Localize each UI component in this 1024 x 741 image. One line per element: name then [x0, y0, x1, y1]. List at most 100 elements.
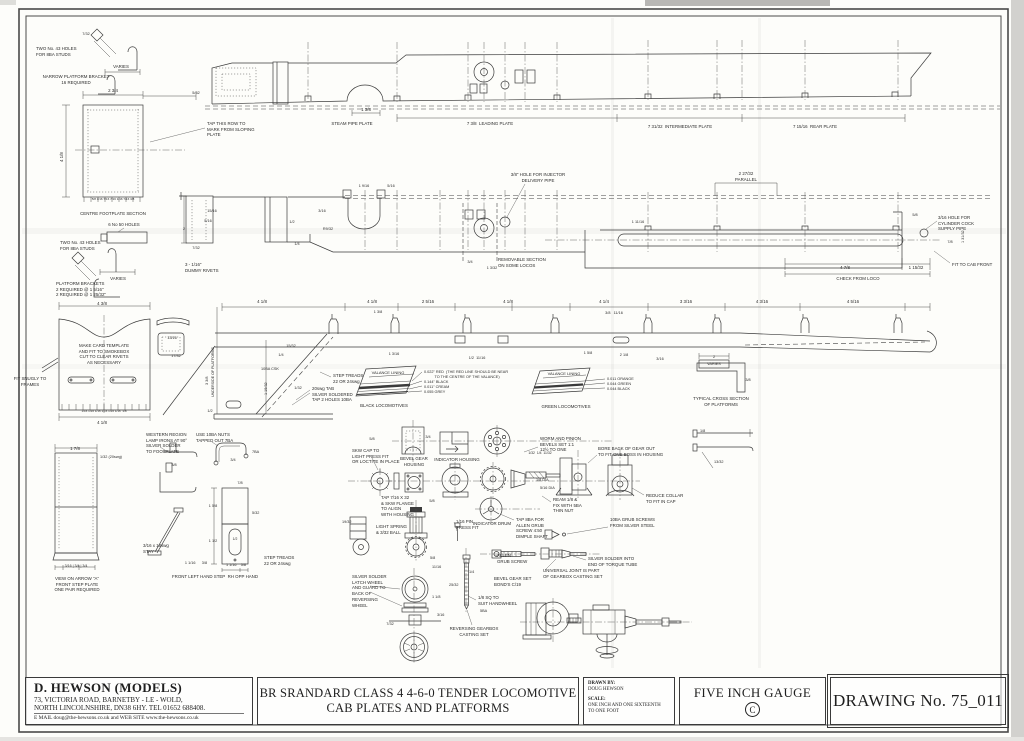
drawn-by-label: DRAWN BY: [588, 681, 616, 686]
label-tl-varies: VARIES [113, 64, 129, 69]
label-b1-dim138: 1 3/8 [361, 107, 371, 112]
label-b3-d4: 4 1/8 [503, 299, 513, 304]
label-b2l-dim3: 7/32 [192, 246, 200, 250]
label-bl-158: 1 5/8 [208, 504, 218, 508]
label-bm-universal: UNIVERSAL JOINT IS PART OF GEARBOX CASTI… [543, 568, 603, 579]
label-bl-nuts: USE 10BA NUTS TAPPED OUT 7BA [196, 432, 234, 443]
label-b3-varies: VARIES [707, 362, 721, 366]
label-lc-brackets: PLATFORM BRACKETS 2 REQUIRED @ 1 5/16" 2… [56, 281, 106, 298]
label-bm-bore: BORE BACK OF GEAR OUT TO FIT ONE BOSS IN… [598, 446, 664, 457]
label-b2-cyl: 3/16 HOLE FOR CYLINDER COCK SUPPLY PIPE [938, 215, 975, 232]
label-b2-d8: 3/4 [467, 260, 473, 264]
leader-lines [117, 127, 951, 626]
label-sm-1316: 13/16 [167, 336, 177, 340]
label-bm-tap716: TAP 7/16 X 32 & SKW FLANGE TO ALIGN WITH… [381, 495, 414, 518]
label-lc-dim234: 2 3/4 [108, 88, 118, 93]
label-bm-5ba: 5BA [480, 609, 488, 613]
label-bl-front: FRONT LEFT HAND STEP RH OPP HAND [171, 574, 259, 579]
narrow-platform-bracket-detail [90, 28, 141, 95]
label-bl-view: VIEW ON ARROW "A" FRONT STEP PLATE ONE P… [54, 576, 100, 593]
label-bl-78: 7/8 [237, 481, 243, 485]
label-b2l-dim1: 15/16 [207, 209, 217, 213]
centre-lines [75, 40, 940, 664]
label-sp-tab: 20swg TAB SILVER SOLDERED TAP 2 HOLES 10… [312, 386, 353, 403]
label-lc-tickrow: 5/8 1/16 7/16 7/16 1/16 7/16 3/8 [91, 197, 135, 201]
label-lc-dim532: 5/32 [192, 91, 200, 95]
label-b3-cross: TYPICAL CROSS SECTION OF PLATFORMS [693, 396, 749, 407]
label-bl-dims1: 1 1/16 3/8 [184, 561, 208, 565]
label-bl-532: 5/32 [252, 511, 260, 515]
label-b2-d4: 1/2 [289, 220, 295, 224]
label-bl-34: 3/4 [230, 458, 236, 462]
label-bm-dims3: 1/32 1/4 11/32 [528, 451, 552, 455]
label-bm-316: 3/16 [437, 613, 445, 617]
label-sm-fit: FIT SNUGLY TO FRAMES [13, 376, 47, 387]
titleblock-company: D. HEWSON (MODELS) 73, VICTORIA ROAD, BA… [25, 677, 253, 725]
label-bm-58: 5/8 [369, 437, 375, 441]
label-b2-d7: 1 11/16 [631, 220, 645, 224]
centre-footplate-section [62, 91, 197, 298]
label-b3-black-locos: BLACK LOCOMOTIVES [360, 403, 408, 408]
label-b2-478: 4 7/8 [840, 265, 850, 270]
label-b1-steam: STEAM PIPE PLATE [331, 121, 373, 126]
label-b3-green-locos: GREEN LOCOMOTIVES [541, 404, 591, 409]
label-b2-d5: 1/4 [294, 242, 300, 246]
label-b2-parallel: 2 27/32 PARALLEL [735, 171, 757, 182]
label-sp-132: 1/32 [294, 386, 302, 390]
label-bm-bevelh: BEVEL GEAR HOUSING [400, 456, 428, 467]
label-b3-d14: 1 3/16 [388, 352, 400, 356]
label-bm-torque: SILVER SOLDER INTO END OF TORQUE TUBE [588, 556, 638, 567]
label-bm-732: 7/32 [386, 622, 394, 626]
label-bl-stay: 3/16 x 18swg STAY [143, 543, 169, 554]
label-bm-18dia: 1/8 DIA [536, 478, 549, 482]
company-name: D. HEWSON (MODELS) [34, 680, 183, 695]
titleblock-drawn-scale: DRAWN BY: DOUG HEWSON SCALE: ONE INCH AN… [583, 677, 675, 725]
scale-value-2: TO ONE FOOT [588, 708, 620, 714]
label-b2l-dim2: 5/16 [204, 219, 212, 223]
label-lc-varies2: VARIES [110, 276, 126, 281]
label-b2-fit: FIT TO CAB FRONT [952, 262, 993, 267]
label-b3-d2: 1 3/8 [373, 310, 383, 314]
label-bm-allen: ALLEN GRUB SCREW [497, 553, 528, 564]
label-tl-bracket: NARROW PLATFORM BRACKET 16 REQUIRED [42, 74, 110, 85]
label-lc-holes43: TWO No. 43 HOLES FOR 8BA STUDS [60, 240, 101, 251]
label-sm-note: MAKE CARD TEMPLATE AND FIT TO SMOKEBOX C… [78, 343, 130, 366]
label-sp-steps: STEP TREADS 22 OR 24swg [333, 373, 364, 384]
label-bm-58b: 5/8 [429, 499, 435, 503]
label-b2-injector: 3/8" HOLE FOR INJECTOR DELIVERY PIPE [510, 172, 566, 183]
label-bm-pin: 1/16 PIN PRESS FIT [456, 519, 479, 530]
label-b3-d3: 2 5/16 [421, 299, 435, 304]
label-sm-ticks: 1/16 1/16 1/16 1/16 1/16 1/16 3/8 [81, 409, 127, 413]
label-b3-d12: 2 1/8 [619, 353, 629, 357]
border-frame [18, 8, 1009, 733]
dashed-lines [205, 105, 1000, 418]
label-b2l-dummy: 3 - 1/16" DUMMY RIVETS [185, 262, 219, 273]
drawing-title-line1: BR SRANDARD CLASS 4 4-6-0 TENDER LOCOMOT… [259, 686, 577, 700]
label-bl-7ba: 7BA [252, 450, 260, 454]
label-b1-rear: 7 15/16 REAR PLATE [792, 124, 838, 129]
label-b3-38: 3/8 [745, 378, 751, 382]
label-sm-438: 4 3/8 [97, 301, 107, 306]
label-bm-14b: 1/4 [469, 570, 475, 574]
label-bl-112: 1 1/2 [208, 539, 218, 543]
label-sp-338: 3 3/8 [205, 376, 209, 385]
label-bm-34: 3/4 [425, 435, 431, 439]
label-bm-1116: 11/16 [432, 565, 442, 569]
label-tl-dim1: 7/32 [82, 32, 90, 36]
label-b2-d6: R9/32 [322, 227, 334, 231]
scale-value-1: ONE INCH AND ONE SIXTEENTH [588, 702, 661, 708]
label-b2-d1: 1 9/16 [358, 184, 370, 188]
label-b1-leading: 7 3/8 LEADING PLATE [466, 121, 514, 126]
label-sp-418: 4 1/8 [257, 299, 267, 304]
label-b3-d1: 4 1/8 [367, 299, 377, 304]
label-b3-green-list: 0.011 ORANGE 0.044 GREEN 0.044 BLACK [607, 377, 634, 391]
scale-label: SCALE: [588, 696, 606, 702]
label-bm-worm: WORM AND PINION BEVELS SET 1:1 12½ TO ON… [540, 436, 581, 453]
label-bm-118: 1 1/8 [432, 595, 441, 599]
label-sp-underside: UNDERSIDE OF PLATFORMS [211, 347, 215, 397]
label-bm-li1332: 13/32 [714, 460, 724, 464]
label-sp-10ba: 10BA CSK [261, 367, 279, 371]
label-bm-58c: 5/8 [430, 556, 436, 560]
drawn-by-value: DOUG HEWSON [588, 686, 624, 692]
label-b3-d8: 4 5/16 [846, 299, 860, 304]
